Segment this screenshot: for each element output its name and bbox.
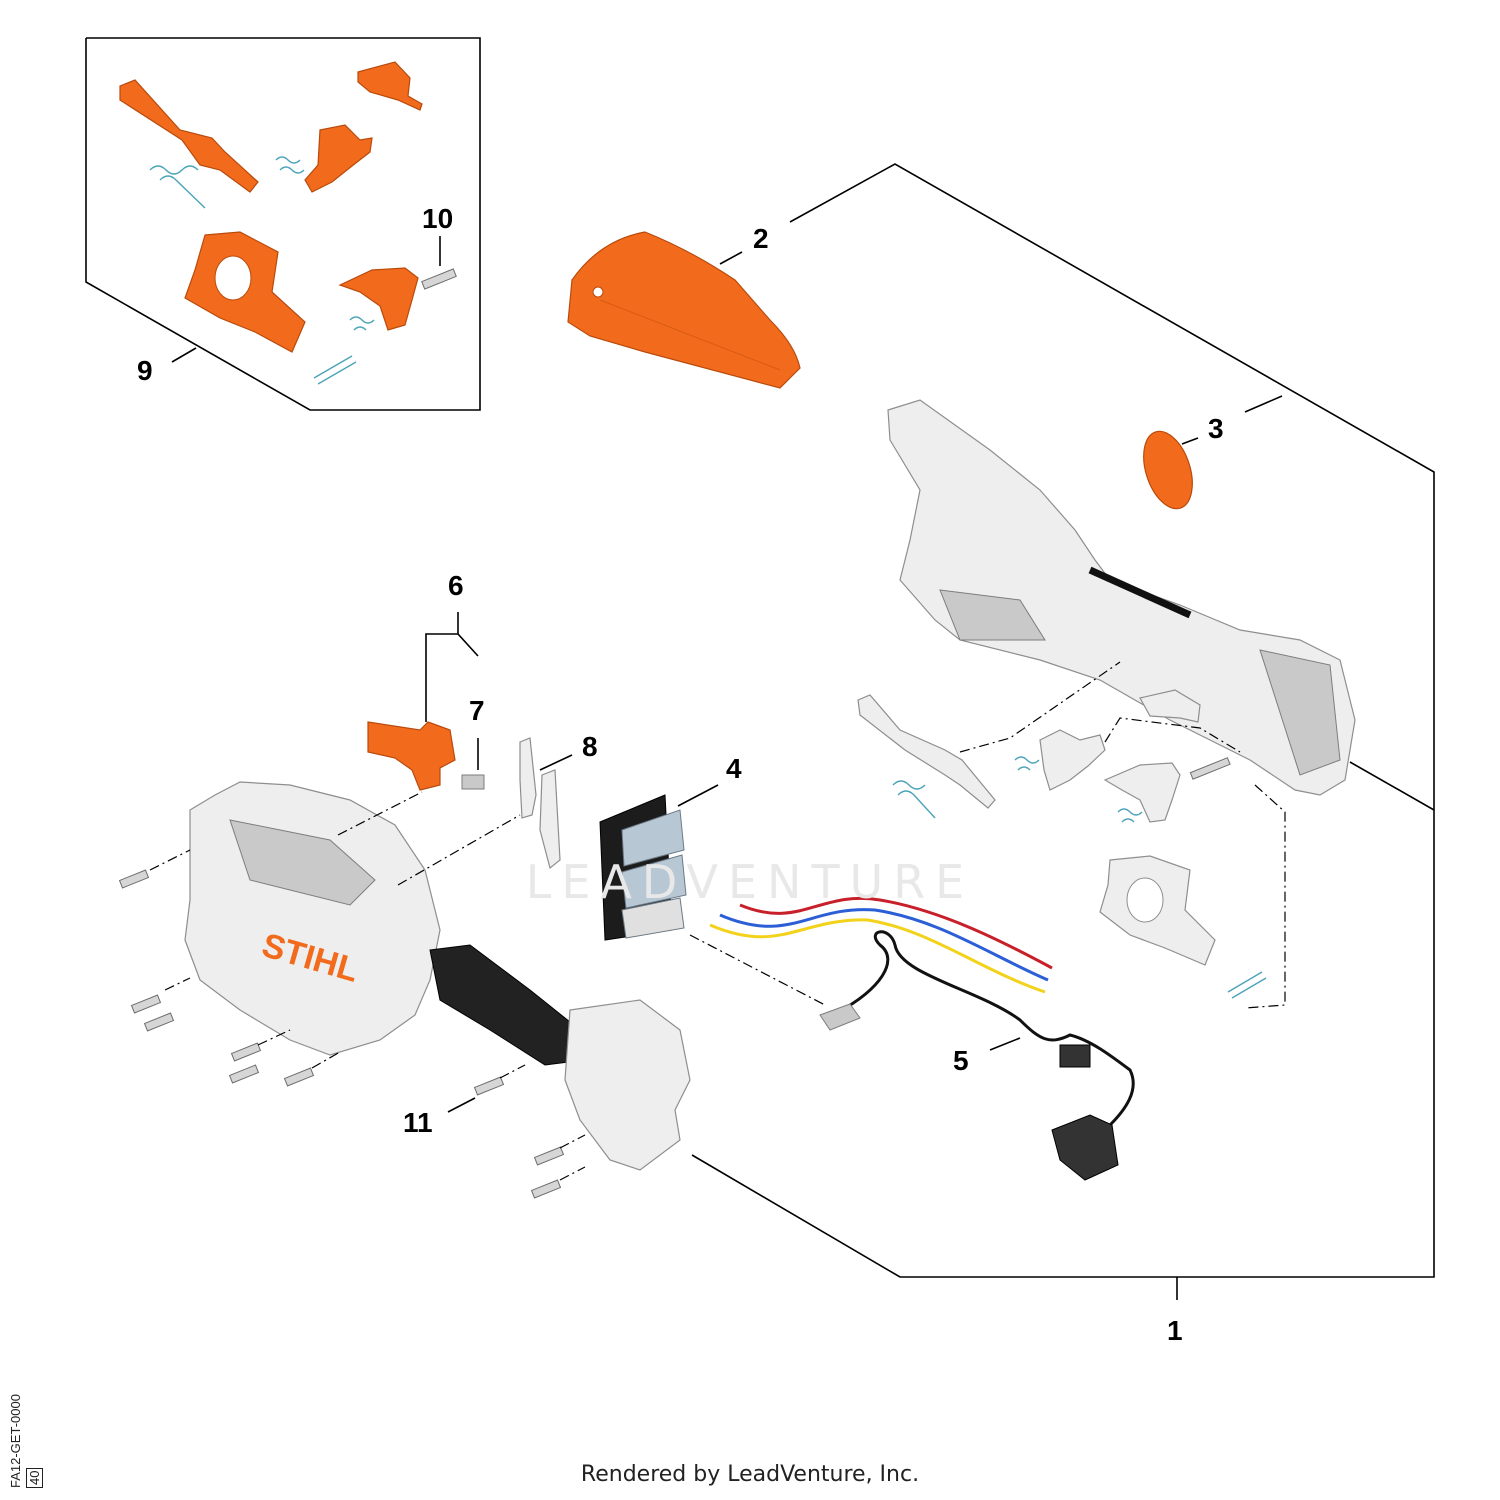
callout-1: 1 [1167,1315,1183,1346]
wire-set [709,896,1053,994]
part-4-terminal-block [599,794,687,941]
assembly-guide-lines [149,661,1286,1181]
part-7-pad [461,774,485,790]
right-housing-shell [887,399,1356,796]
callout-11: 11 [403,1107,433,1138]
callout-6: 6 [448,570,464,601]
part-2-cover [567,231,801,389]
callout-3: 3 [1208,413,1224,444]
callout-2: 2 [753,223,769,254]
part-8-contact-b [539,769,561,870]
callout-5: 5 [953,1045,969,1076]
part-3-disc [1143,430,1193,510]
part-11-screws [118,869,565,1199]
callout-7: 7 [469,695,485,726]
part-6-slider [367,721,456,791]
left-housing-shell [184,781,691,1171]
part-8-contact-a [519,737,537,819]
callout-numbers: 1 2 3 4 5 6 7 8 9 10 11 [137,203,1224,1346]
kit-9-inset [85,37,481,411]
callout-8: 8 [582,731,598,762]
leader-lines [171,236,1199,1113]
callout-9: 9 [137,355,153,386]
part-5-wire-harness [819,930,1135,1181]
internal-parts-grey [857,689,1267,999]
callout-10: 10 [422,203,453,234]
watermark: LEADVENTURE [525,855,975,909]
footer-credit: Rendered by LeadVenture, Inc. [580,1462,920,1487]
callout-4: 4 [726,753,742,784]
assembly-outline-part-1 [691,163,1435,1300]
